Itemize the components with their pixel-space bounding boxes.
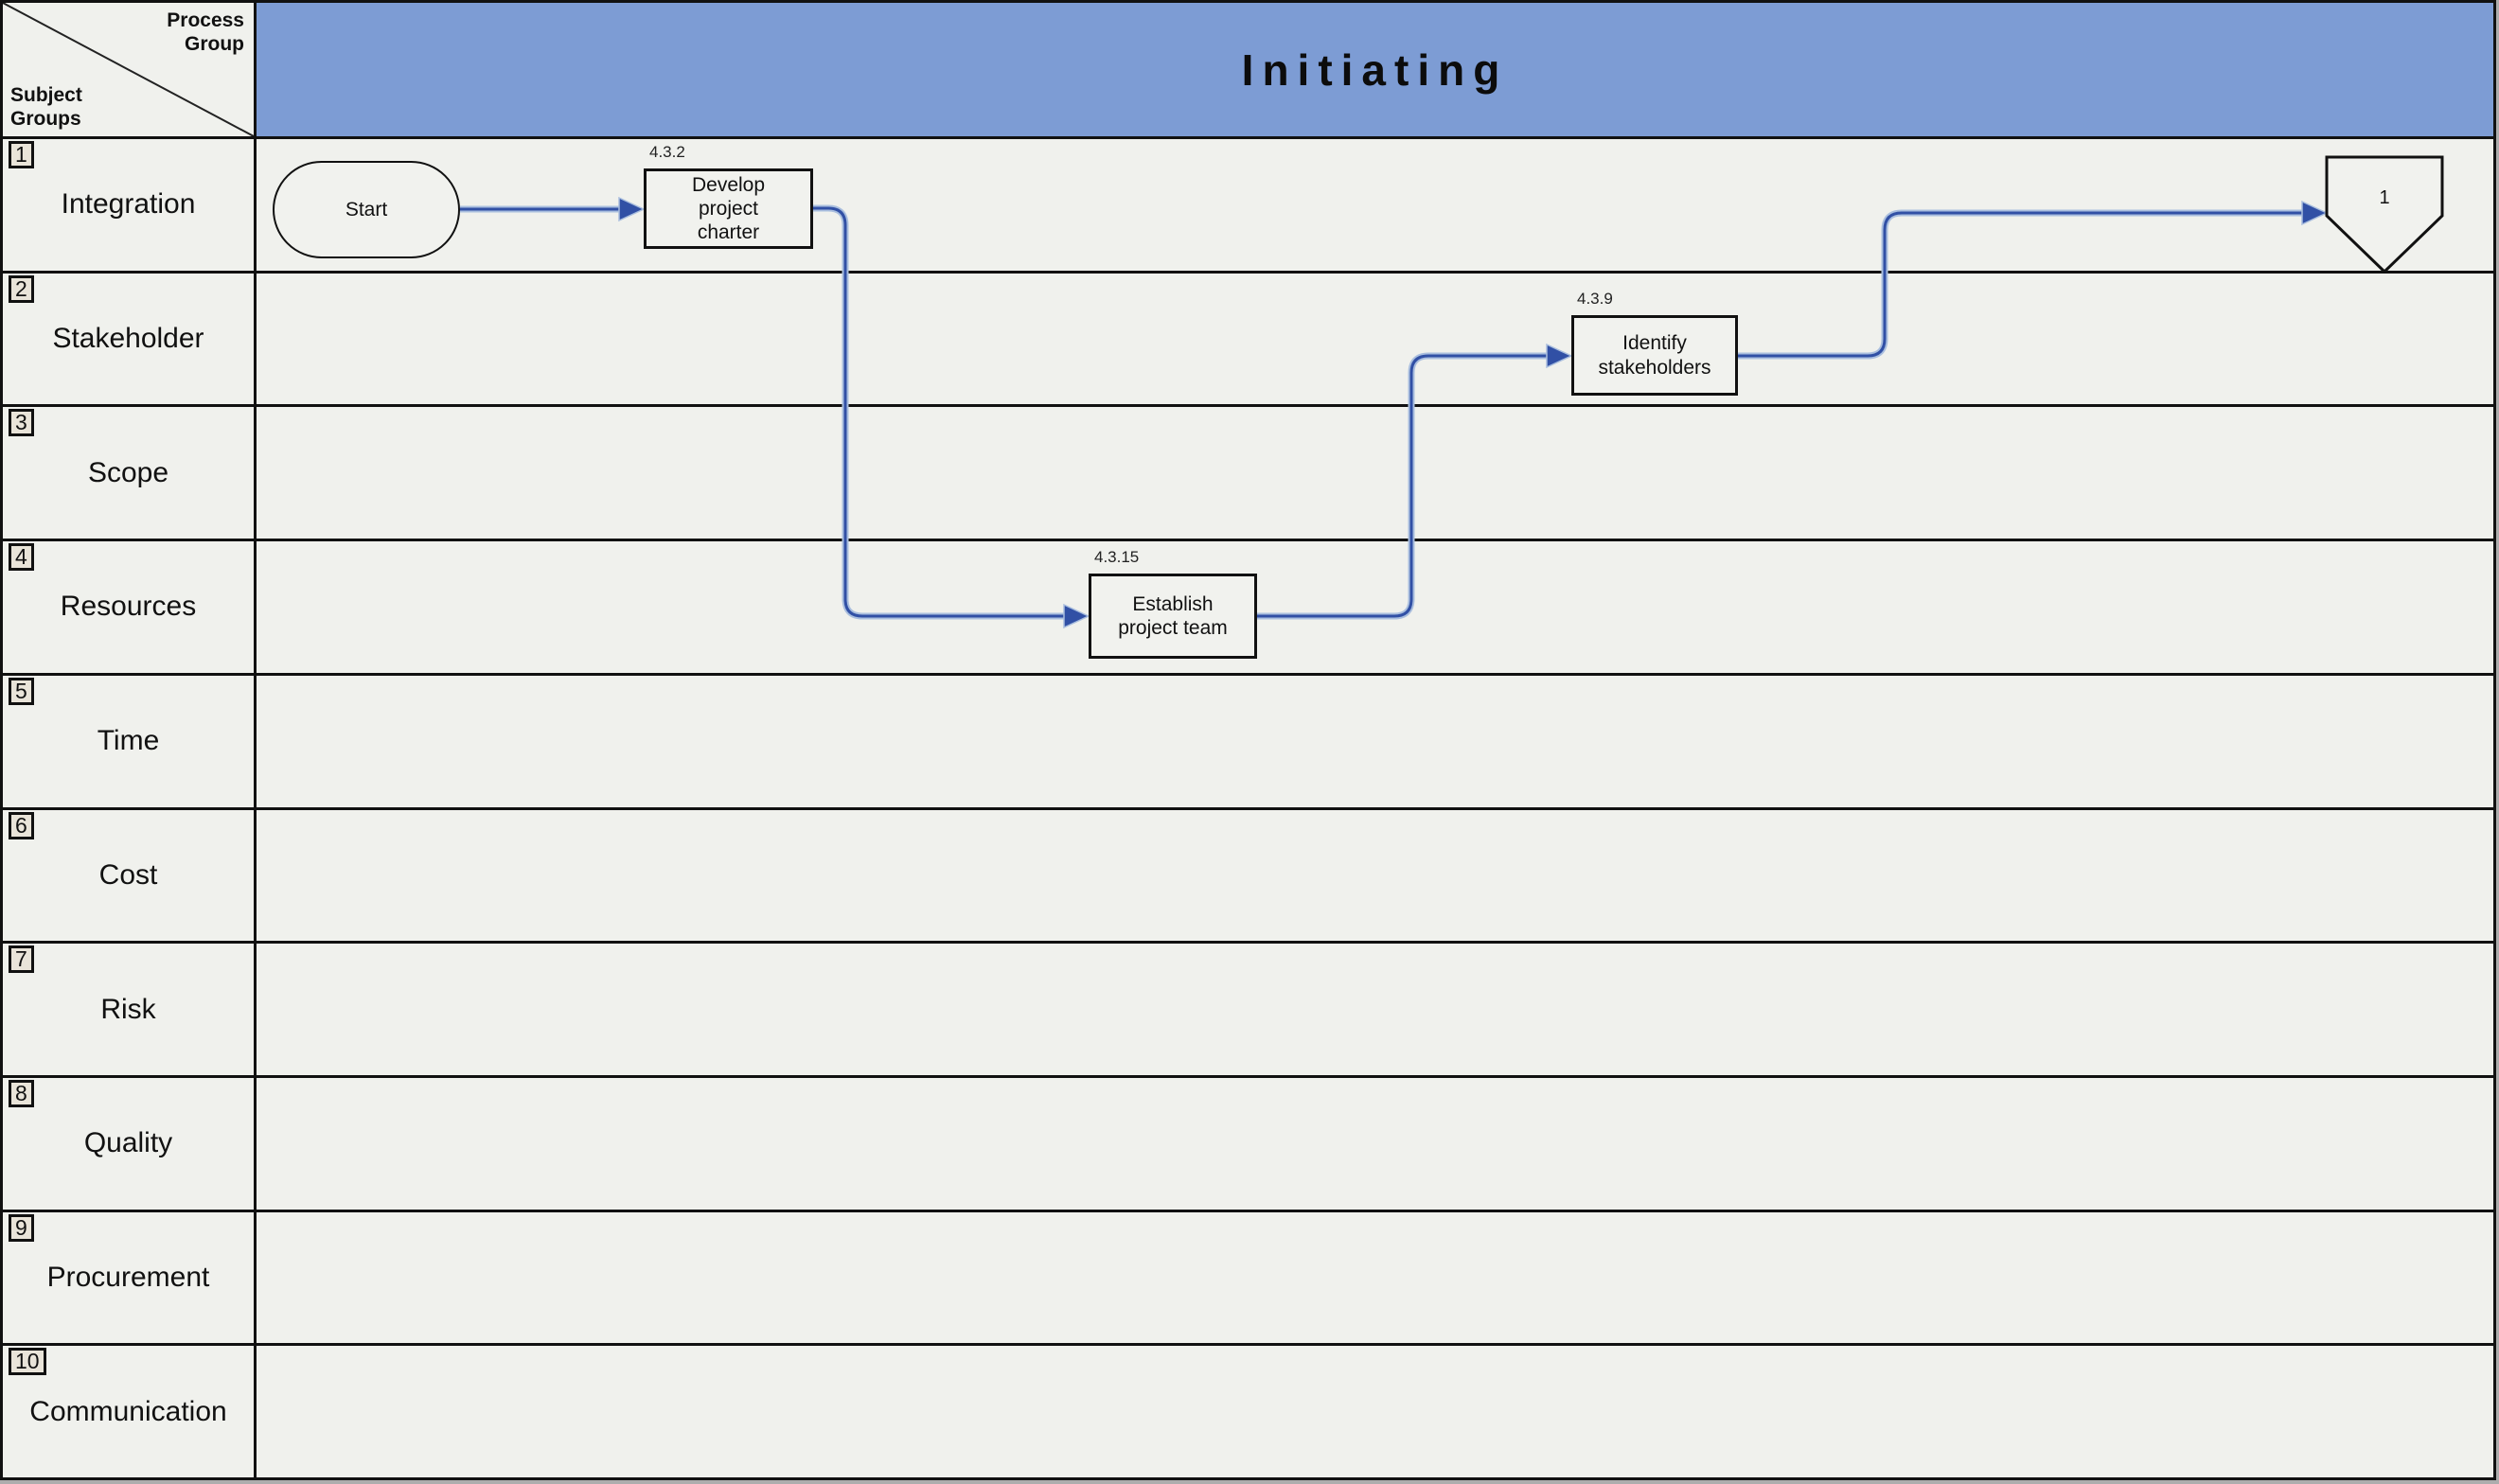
corner-label-process-group: Process Group: [167, 9, 244, 56]
start-node-label: Start: [345, 198, 388, 221]
lane-canvas: [257, 541, 2493, 673]
lane-label: Time: [97, 725, 160, 757]
lane-canvas: [257, 1346, 2493, 1477]
lane-canvas: [257, 944, 2493, 1075]
task-node-label: Identify stakeholders: [1598, 332, 1711, 379]
lane-number-badge: 4: [9, 543, 34, 572]
lane-header: 3 Scope: [3, 407, 257, 539]
task-node-identify-stakeholders: Identify stakeholders: [1571, 315, 1738, 396]
lane-label: Integration: [61, 188, 196, 221]
task-node-establish-project-team: Establish project team: [1089, 574, 1257, 659]
lane-header: 9 Procurement: [3, 1211, 257, 1344]
lane-canvas: [257, 676, 2493, 807]
task-node-label: Establish project team: [1118, 592, 1228, 639]
lane-header: 10 Communication: [3, 1346, 257, 1478]
process-group-header-band: Initiating: [257, 3, 2493, 136]
corner-label-subject-groups: Subject Groups: [10, 83, 82, 130]
task-ref-label: 4.3.9: [1577, 290, 1613, 308]
lane-canvas: [257, 274, 2493, 405]
lane-time: 5 Time: [3, 675, 2493, 810]
corner-diagonal-line: [3, 3, 254, 136]
lane-number-badge: 8: [9, 1079, 34, 1107]
task-ref-label: 4.3.2: [649, 143, 685, 161]
start-node: Start: [273, 161, 460, 258]
corner-cell: Process Group Subject Groups: [3, 3, 257, 136]
lane-label: Procurement: [46, 1261, 210, 1293]
lane-number-badge: 1: [9, 141, 34, 168]
lane-risk: 7 Risk: [3, 944, 2493, 1078]
lane-header: 2 Stakeholder: [3, 273, 257, 405]
lane-number-badge: 2: [9, 274, 34, 303]
task-node-develop-project-charter: Develop project charter: [644, 168, 813, 249]
lane-header: 4 Resources: [3, 541, 257, 673]
lane-label: Scope: [87, 456, 169, 488]
lane-canvas: [257, 1212, 2493, 1344]
task-ref-label: 4.3.15: [1094, 548, 1140, 566]
page-title: Initiating: [1241, 44, 1509, 95]
task-node-label: Develop project charter: [691, 173, 766, 244]
lane-number-badge: 5: [9, 677, 34, 705]
lane-canvas: [257, 810, 2493, 942]
lane-label: Resources: [60, 591, 197, 623]
lane-label: Communication: [29, 1395, 227, 1427]
lane-label: Quality: [83, 1127, 173, 1159]
lane-canvas: [257, 139, 2493, 271]
lane-number-badge: 7: [9, 945, 34, 974]
lane-canvas: [257, 1078, 2493, 1210]
lane-cost: 6 Cost: [3, 809, 2493, 945]
lane-number-badge: 10: [9, 1348, 46, 1376]
lane-label: Risk: [100, 993, 156, 1025]
lane-header: 5 Time: [3, 675, 257, 807]
lane-header: 6 Cost: [3, 809, 257, 942]
lane-number-badge: 3: [9, 409, 34, 437]
lane-number-badge: 9: [9, 1213, 34, 1242]
lane-scope: 3 Scope: [3, 407, 2493, 542]
lane-procurement: 9 Procurement: [3, 1211, 2493, 1347]
matrix-header-row: Process Group Subject Groups Initiating: [3, 3, 2493, 139]
lane-stakeholder: 2 Stakeholder: [3, 273, 2493, 408]
lane-quality: 8 Quality: [3, 1077, 2493, 1212]
lane-header: 8 Quality: [3, 1077, 257, 1210]
lane-label: Cost: [98, 858, 158, 891]
lane-header: 7 Risk: [3, 944, 257, 1075]
swimlanes: 1 Integration 2 Stakeholder 3 Scope 4: [3, 139, 2493, 1478]
lane-canvas: [257, 407, 2493, 539]
lane-header: 1 Integration: [3, 139, 257, 271]
lane-number-badge: 6: [9, 811, 34, 839]
lane-label: Stakeholder: [52, 323, 204, 355]
lane-communication: 10 Communication: [3, 1346, 2493, 1478]
